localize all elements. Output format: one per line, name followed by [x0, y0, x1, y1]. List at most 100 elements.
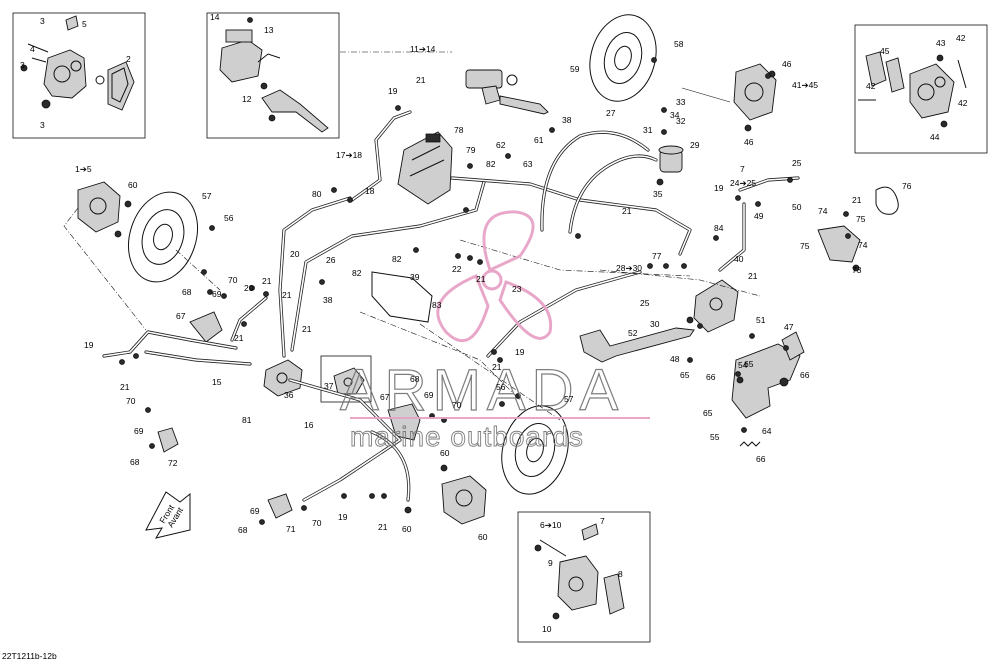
part-callout-label: 60: [128, 180, 138, 190]
part-callout-label: 84: [714, 223, 724, 233]
part-callout-label: 23: [512, 284, 522, 294]
part-callout-label: 75: [856, 214, 866, 224]
inset-box-master-cylinder: [206, 12, 340, 139]
part-callout-label: 81: [242, 415, 252, 425]
front-left-caliper: [404, 464, 487, 525]
part-callout-label: 67: [380, 392, 390, 402]
part-callout-label: 54: [738, 360, 748, 370]
part-callout-label: 57: [564, 394, 574, 404]
part-callout-label: 38: [562, 115, 572, 125]
part-callout-label: 2: [126, 54, 131, 64]
part-callout-label: 8: [618, 569, 623, 579]
part-callout-label: 17➔18: [336, 150, 362, 160]
watermark-tagline: marine outboards: [350, 421, 584, 452]
part-callout-label: 46: [744, 137, 754, 147]
part-callout-label: 65: [744, 359, 754, 369]
part-callout-label: 22: [452, 264, 462, 274]
front-right-caliper: [77, 181, 132, 238]
brake-fluid-reservoir: [656, 145, 684, 186]
part-callout-label: 56: [224, 213, 234, 223]
part-callout-label: 4: [30, 44, 35, 54]
part-callout-label: 3: [20, 60, 25, 70]
routing-lines: [63, 51, 761, 421]
part-callout-label: 21: [120, 382, 130, 392]
part-callout-label: 74: [858, 240, 868, 250]
brake-hoses: [102, 110, 800, 502]
part-callout-label: 19: [84, 340, 94, 350]
part-callout-label: 42: [956, 33, 966, 43]
part-callout-label: 34: [670, 110, 680, 120]
part-callout-label: 40: [734, 254, 744, 264]
seal-ring-83: [371, 271, 433, 323]
part-callout-label: 82: [392, 254, 402, 264]
part-callout-label: 41➔45: [792, 80, 818, 90]
part-callout-label: 68: [410, 374, 420, 384]
inset-box-rear-caliper-pads: [854, 24, 988, 154]
part-callout-label: 73: [852, 265, 862, 275]
part-callout-label: 66: [756, 454, 766, 464]
part-callout-label: 69: [212, 289, 222, 299]
part-callout-label: 39: [410, 272, 420, 282]
front-right-brake-disc: [128, 191, 198, 283]
part-callout-label: 19: [714, 183, 724, 193]
pedal-bracket: [731, 331, 805, 419]
part-callout-label: 26: [326, 255, 336, 265]
part-callout-label: 70: [228, 275, 238, 285]
part-callout-label: 80: [312, 189, 322, 199]
diagram-code: 22T1211b-12b: [2, 651, 57, 661]
part-callout-label: 48: [670, 354, 680, 364]
part-callout-label: 19: [338, 512, 348, 522]
part-callout-label: 27: [606, 108, 616, 118]
part-callout-label: 82: [486, 159, 496, 169]
part-callout-label: 21: [416, 75, 426, 85]
part-callout-label: 63: [523, 159, 533, 169]
part-callout-label: 69: [424, 390, 434, 400]
part-callout-label: 60: [440, 448, 450, 458]
part-callout-label: 6➔10: [540, 520, 562, 530]
part-callout-label: 83: [432, 300, 442, 310]
bracket-67-front-right: [189, 311, 223, 343]
abs-module-bracket: [397, 131, 453, 205]
part-callout-label: 66: [706, 372, 716, 382]
part-callout-label: 32: [676, 116, 686, 126]
part-callout-label: 21: [852, 195, 862, 205]
part-callout-label: 65: [703, 408, 713, 418]
part-callout-label: 51: [756, 315, 766, 325]
bracket-67-center: [387, 403, 421, 441]
part-callout-label: 64: [762, 426, 772, 436]
inset-box-front-caliper: [12, 12, 146, 139]
part-callout-label: 68: [238, 525, 248, 535]
brake-pedal: [579, 327, 695, 363]
part-callout-label: 24➔25: [730, 178, 756, 188]
front-direction-arrow-icon: Front Avant: [145, 491, 191, 539]
part-callout-label: 60: [478, 532, 488, 542]
part-callout-label: 57: [202, 191, 212, 201]
part-callout-label: 31: [643, 125, 653, 135]
part-callout-label: 1➔5: [75, 164, 92, 174]
part-callout-label: 21: [492, 362, 502, 372]
part-callout-label: 15: [212, 377, 222, 387]
part-callout-label: 46: [782, 59, 792, 69]
part-callout-label: 76: [902, 181, 912, 191]
part-callout-label: 42: [958, 98, 968, 108]
part-callout-label: 69: [134, 426, 144, 436]
bracket-71: [267, 493, 293, 519]
part-callout-label: 77: [652, 251, 662, 261]
watermark: ARMADA marine outboards: [339, 210, 650, 452]
part-callout-label: 61: [534, 135, 544, 145]
part-callout-label: 70: [126, 396, 136, 406]
part-callout-label: 52: [628, 328, 638, 338]
front-left-brake-disc: [501, 405, 569, 495]
part-callout-label: 67: [176, 311, 186, 321]
part-callout-label: 21: [302, 324, 312, 334]
part-callout-label: 37: [324, 381, 334, 391]
part-callout-label: 13: [264, 25, 274, 35]
part-callout-label: 21: [476, 274, 486, 284]
part-callout-label: 71: [286, 524, 296, 534]
part-callout-label: 42: [866, 81, 876, 91]
part-callout-label: 12: [242, 94, 252, 104]
part-callout-label: 21: [262, 276, 272, 286]
part-callout-label: 62: [496, 140, 506, 150]
